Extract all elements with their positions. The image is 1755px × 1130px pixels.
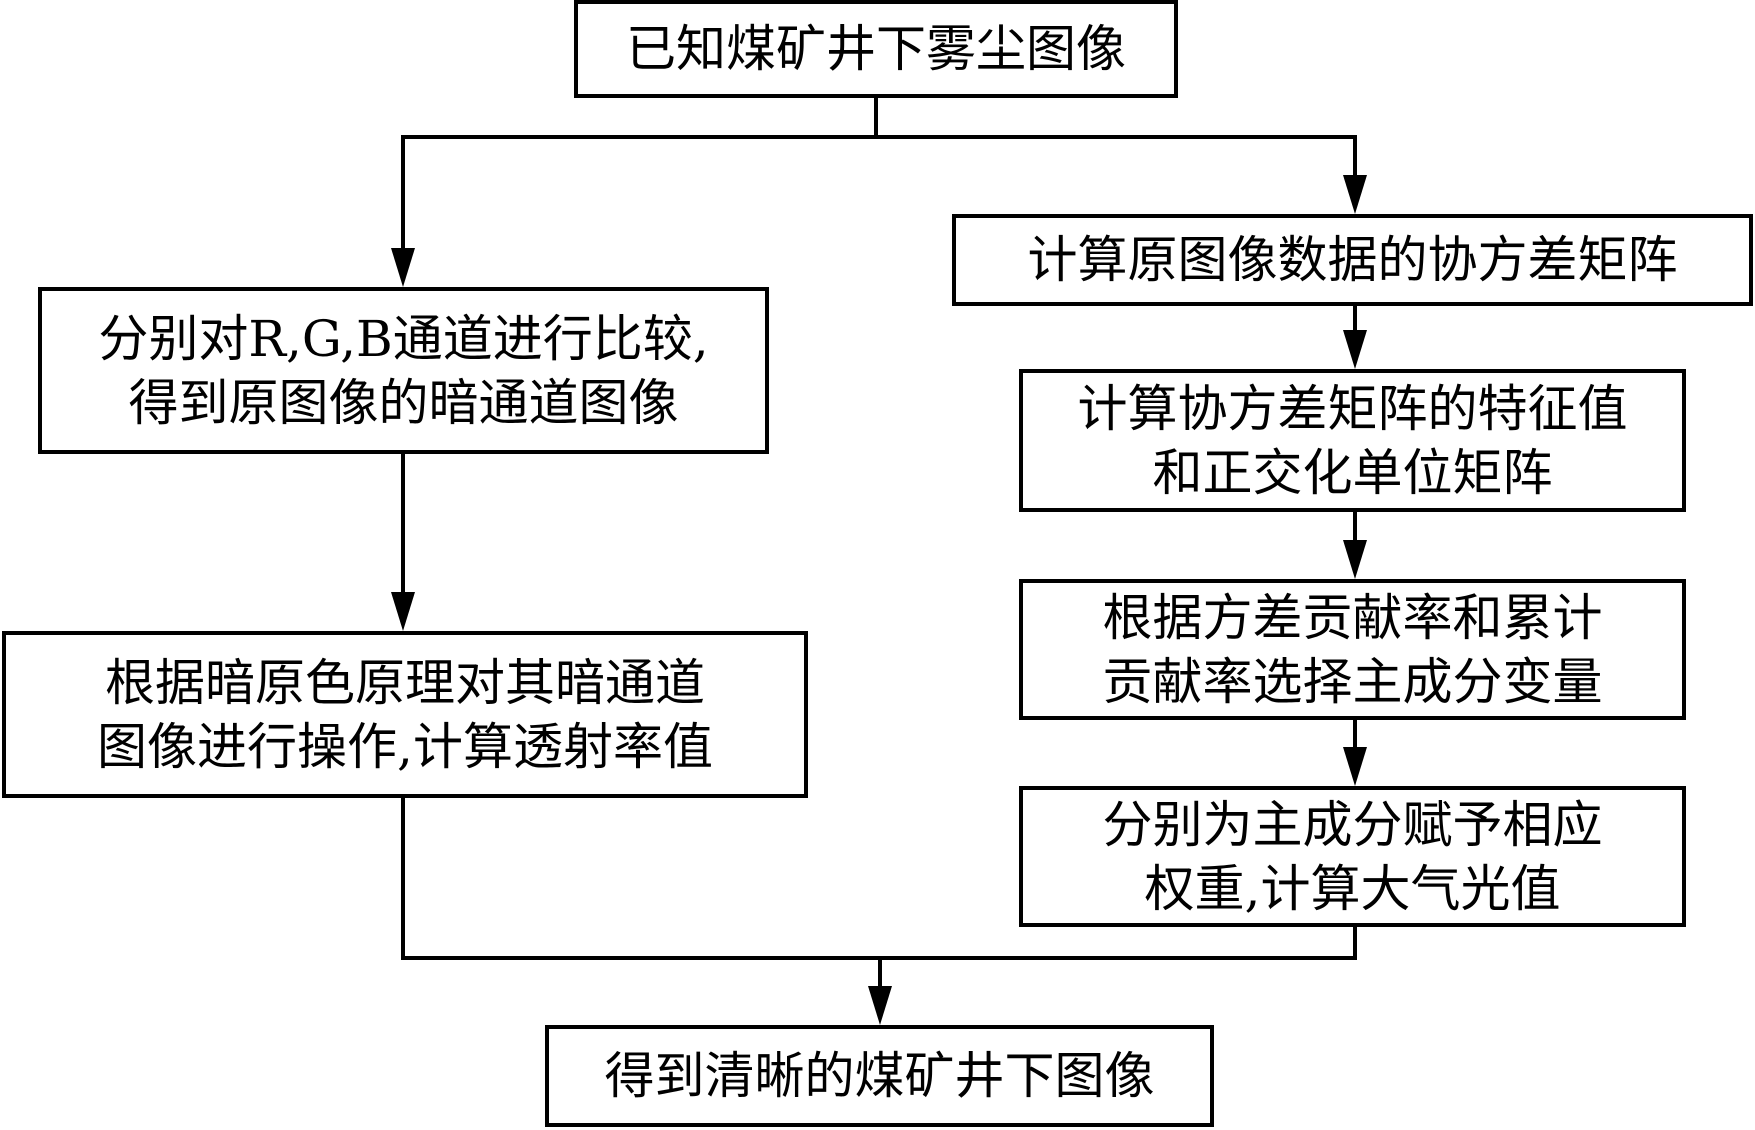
principal-component-selection-line-2: 贡献率选择主成分变量: [1102, 652, 1603, 711]
end-node-label: 得到清晰的煤矿井下图像: [604, 1047, 1155, 1105]
start-node-label: 已知煤矿井下雾尘图像: [626, 20, 1126, 78]
eigenvalue-step-line-2: 和正交化单位矩阵: [1152, 443, 1553, 502]
dark-channel-step-line-1: 分别对R,G,B通道进行比较,: [98, 309, 709, 368]
eigenvalue-step-line-1: 计算协方差矩阵的特征值: [1077, 379, 1628, 438]
transmission-step: 根据暗原色原理对其暗通道 图像进行操作,计算透射率值: [2, 631, 808, 798]
covariance-step-line-1: 计算原图像数据的协方差矩阵: [1027, 231, 1678, 289]
arrowhead-end: [868, 986, 892, 1025]
atmospheric-light-step-line-2: 权重,计算大气光值: [1144, 859, 1561, 918]
arrowhead-right-2: [1343, 330, 1367, 369]
arrowhead-right-4: [1343, 747, 1367, 786]
atmospheric-light-step: 分别为主成分赋予相应 权重,计算大气光值: [1019, 786, 1686, 927]
arrowhead-right-1: [1343, 175, 1367, 214]
atmospheric-light-step-line-1: 分别为主成分赋予相应: [1102, 795, 1603, 854]
eigenvalue-step: 计算协方差矩阵的特征值 和正交化单位矩阵: [1019, 369, 1686, 512]
dark-channel-step-line-2: 得到原图像的暗通道图像: [128, 373, 679, 432]
arrowhead-left-1: [391, 248, 415, 287]
start-node: 已知煤矿井下雾尘图像: [574, 0, 1178, 98]
covariance-step: 计算原图像数据的协方差矩阵: [952, 214, 1753, 306]
end-node: 得到清晰的煤矿井下图像: [545, 1025, 1214, 1127]
principal-component-selection-step: 根据方差贡献率和累计 贡献率选择主成分变量: [1019, 579, 1686, 720]
arrowhead-left-2: [391, 592, 415, 631]
principal-component-selection-line-1: 根据方差贡献率和累计: [1102, 588, 1603, 647]
arrowhead-right-3: [1343, 540, 1367, 579]
transmission-step-line-1: 根据暗原色原理对其暗通道: [105, 653, 705, 712]
transmission-step-line-2: 图像进行操作,计算透射率值: [97, 717, 713, 776]
dark-channel-step: 分别对R,G,B通道进行比较, 得到原图像的暗通道图像: [38, 287, 769, 454]
